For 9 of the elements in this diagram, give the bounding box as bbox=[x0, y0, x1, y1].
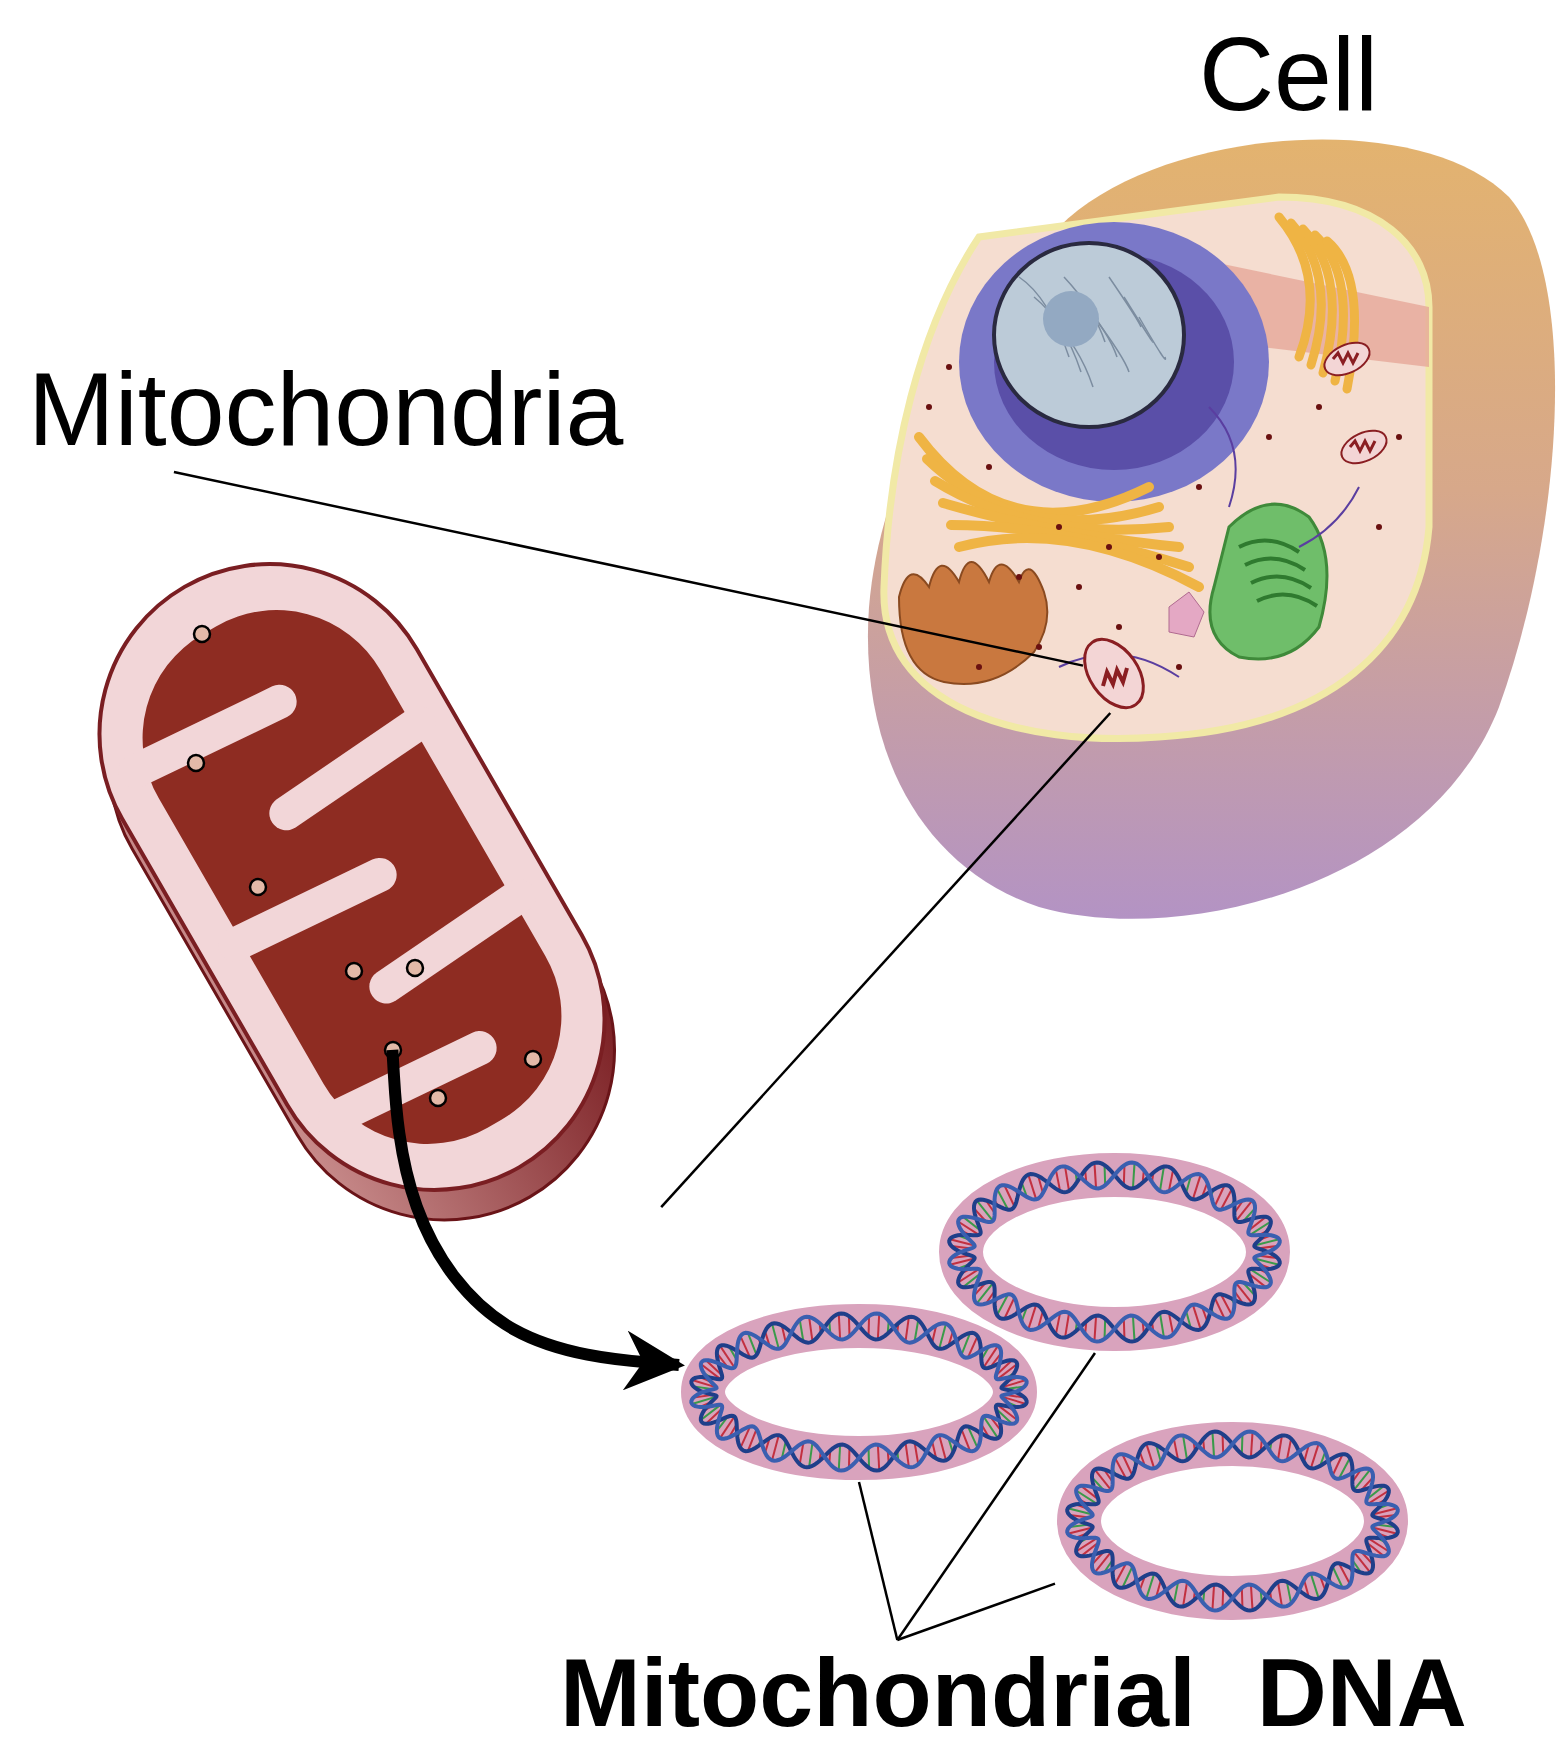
leader-line bbox=[857, 1481, 899, 1641]
organelle-label: Mitochondria bbox=[28, 352, 624, 467]
leader-line bbox=[660, 712, 1112, 1208]
leader-line bbox=[896, 1582, 1056, 1642]
leader-line bbox=[173, 470, 1084, 667]
dna-label: Mitochondrial DNA bbox=[560, 1640, 1467, 1747]
arrow bbox=[386, 1049, 685, 1391]
leader-line bbox=[896, 1352, 1096, 1641]
cell-label: Cell bbox=[1199, 17, 1379, 132]
